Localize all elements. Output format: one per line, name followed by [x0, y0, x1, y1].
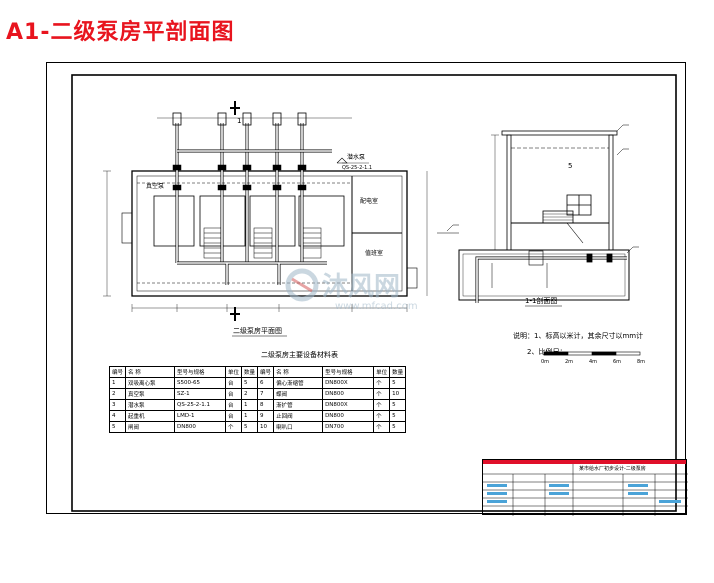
- table-header-cell: 编号: [257, 366, 275, 378]
- table-cell: DN800: [322, 410, 375, 422]
- table-cell: 个: [373, 399, 391, 411]
- table-title: 二级泵房主要设备材料表: [261, 351, 338, 359]
- table-cell: DN800X: [322, 377, 375, 389]
- table-row: 3 潜水泵 QS-25-2-1.1 台 1 8 渐扩管 DN800X 个 5: [108, 399, 407, 411]
- table-cell: 5: [389, 421, 407, 433]
- watermark-logo: 沐风网 www.mfcad.com: [285, 268, 418, 312]
- table-header-cell: 编号: [108, 366, 127, 378]
- materials-table: 编号 名 称 型号与规格 单位 数量 编号 名 称 型号与规格 单位 数量 1 …: [108, 366, 407, 433]
- table-cell: 1: [241, 399, 259, 411]
- table-cell: 5: [241, 377, 259, 389]
- table-row: 4 起重机 LMD-1 台 1 9 止回阀 DN800 个 5: [108, 410, 407, 422]
- title-block-grid: [483, 464, 688, 516]
- scale-tick-0: 0m: [541, 359, 549, 365]
- scale-tick-8: 8m: [637, 359, 645, 365]
- table-cell: DN800: [174, 421, 227, 433]
- table-cell: 潜水泵: [125, 399, 176, 411]
- page-title: A1-二级泵房平剖面图: [6, 20, 235, 45]
- table-cell: DN800: [322, 388, 375, 400]
- table-cell: 个: [373, 410, 391, 422]
- table-header-cell: 单位: [373, 366, 391, 378]
- section-view: [437, 124, 639, 303]
- table-cell: 蝶阀: [273, 388, 324, 400]
- svg-text:沐风网: 沐风网: [322, 272, 400, 302]
- table-cell: 台: [225, 410, 243, 422]
- title-block-project: 某市给水厂初步设计-二级泵房: [579, 466, 646, 472]
- table-cell: 2: [241, 388, 259, 400]
- scale-tick-4: 4m: [589, 359, 597, 365]
- notes-line-1: 说明：1、标高以米计，其余尺寸以mm计: [513, 332, 644, 340]
- room-label-distribution: 配电室: [360, 197, 378, 205]
- section-mark: 1: [237, 117, 241, 125]
- inner-frame: [71, 74, 677, 512]
- cad-drawing: 1 真空泵 配电室 值班室 潜水泵 QS-25-2-1.1 二级泵房平面图: [71, 74, 677, 512]
- table-cell: 5: [389, 377, 407, 389]
- room-label-duty: 值班室: [365, 249, 383, 257]
- table-cell: 5: [241, 421, 259, 433]
- pump-model: QS-25-2-1.1: [342, 165, 372, 171]
- section-title: 1-1剖面图: [525, 296, 557, 305]
- table-cell: 起重机: [125, 410, 176, 422]
- table-cell: SZ-1: [174, 388, 227, 400]
- title-block: 某市给水厂初步设计-二级泵房: [482, 459, 688, 516]
- table-cell: LMD-1: [174, 410, 227, 422]
- table-cell: 个: [373, 388, 391, 400]
- table-cell: 个: [373, 377, 391, 389]
- plan-view: [103, 101, 428, 321]
- table-row: 1 双吸离心泵 S500-65 台 5 6 偏心渐缩管 DN800X 个 5: [108, 377, 407, 389]
- drawing-sheet: 1 真空泵 配电室 值班室 潜水泵 QS-25-2-1.1 二级泵房平面图: [46, 62, 688, 516]
- table-cell: 6: [257, 377, 275, 389]
- table-cell: 2: [108, 388, 127, 400]
- table-cell: S500-65: [174, 377, 227, 389]
- table-cell: 个: [373, 421, 391, 433]
- table-cell: 4: [108, 410, 127, 422]
- svg-text:www.mfcad.com: www.mfcad.com: [335, 301, 418, 312]
- table-cell: 10: [389, 388, 407, 400]
- table-cell: 渐扩管: [273, 399, 324, 411]
- table-cell: 5: [389, 410, 407, 422]
- table-cell: 10: [257, 421, 275, 433]
- scale-tick-2: 2m: [565, 359, 573, 365]
- table-cell: 5: [389, 399, 407, 411]
- pump-label: 潜水泵: [347, 153, 365, 161]
- table-header-cell: 名 称: [125, 366, 176, 378]
- table-cell: 喇叭口: [273, 421, 324, 433]
- table-cell: 5: [108, 421, 127, 433]
- table-cell: 台: [225, 399, 243, 411]
- notes-line-2: 2、比例尺：: [527, 348, 567, 356]
- table-header-cell: 型号与规格: [174, 366, 227, 378]
- table-cell: 3: [108, 399, 127, 411]
- table-cell: 个: [225, 421, 243, 433]
- table-cell: 偏心渐缩管: [273, 377, 324, 389]
- title-block-strip: [483, 460, 686, 464]
- room-label-vacuum: 真空泵: [146, 182, 164, 190]
- table-cell: 1: [108, 377, 127, 389]
- table-header-row: 编号 名 称 型号与规格 单位 数量 编号 名 称 型号与规格 单位 数量: [108, 366, 407, 378]
- table-header-cell: 数量: [241, 366, 259, 378]
- table-cell: 止回阀: [273, 410, 324, 422]
- table-cell: 闸阀: [125, 421, 176, 433]
- table-cell: 1: [241, 410, 259, 422]
- scale-bar: [543, 351, 641, 356]
- table-header-cell: 单位: [225, 366, 243, 378]
- table-header-cell: 型号与规格: [322, 366, 375, 378]
- table-row: 5 闸阀 DN800 个 5 10 喇叭口 DN700 个 5: [108, 421, 407, 433]
- table-cell: 9: [257, 410, 275, 422]
- table-cell: 8: [257, 399, 275, 411]
- table-row: 2 真空泵 SZ-1 台 2 7 蝶阀 DN800 个 10: [108, 388, 407, 400]
- table-cell: QS-25-2-1.1: [174, 399, 227, 411]
- scale-tick-6: 6m: [613, 359, 621, 365]
- table-cell: DN800X: [322, 399, 375, 411]
- table-cell: 真空泵: [125, 388, 176, 400]
- section-number: 5: [568, 162, 572, 170]
- table-header-cell: 数量: [389, 366, 407, 378]
- table-cell: 7: [257, 388, 275, 400]
- table-cell: 台: [225, 377, 243, 389]
- plan-title: 二级泵房平面图: [233, 326, 282, 335]
- table-cell: DN700: [322, 421, 375, 433]
- table-cell: 台: [225, 388, 243, 400]
- table-header-cell: 名 称: [273, 366, 324, 378]
- table-cell: 双吸离心泵: [125, 377, 176, 389]
